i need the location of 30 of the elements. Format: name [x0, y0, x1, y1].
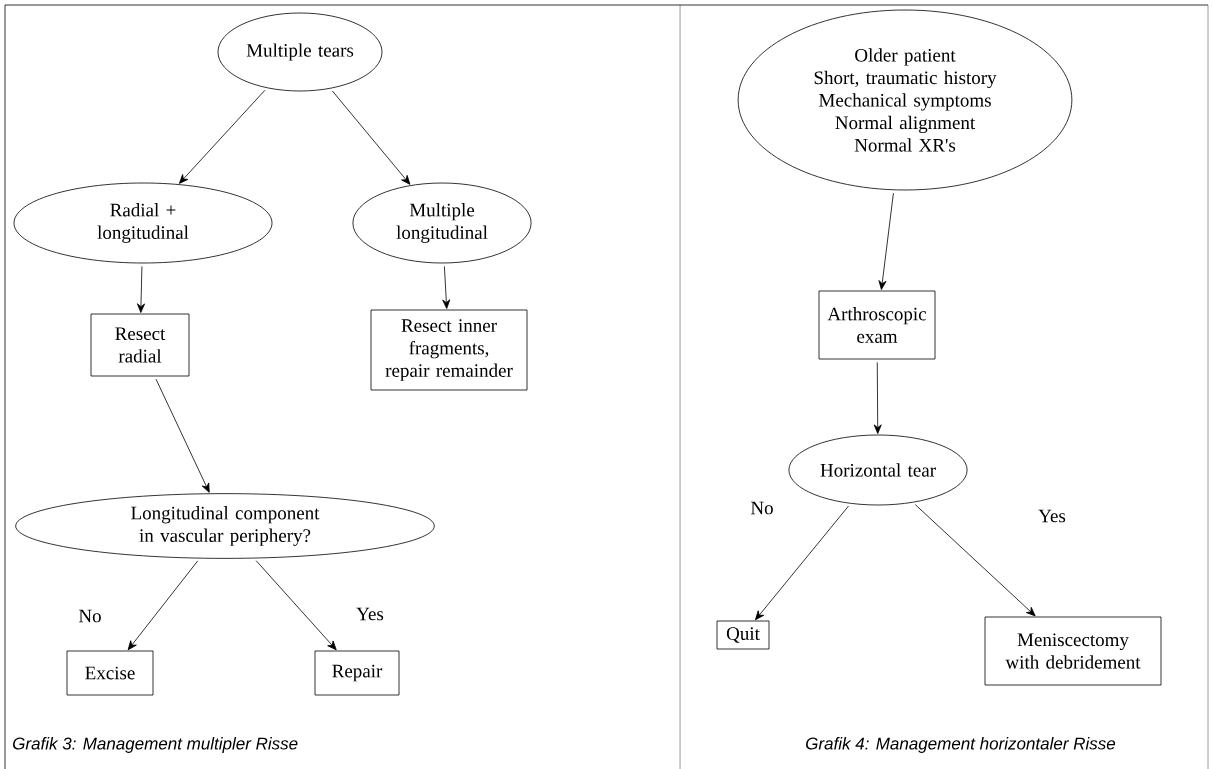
- ellipse-node: Older patient Short, traumatic history Mechanical symptoms Normal alignment Normal XR's: [737, 9, 1073, 191]
- arrow: [914, 504, 1036, 617]
- arrow: [755, 505, 849, 621]
- process-box: Resect inner fragments, repair remainder: [370, 309, 528, 391]
- arrow: [331, 90, 411, 185]
- process-box: Excise: [66, 650, 154, 696]
- edge-label: No: [77, 608, 103, 624]
- process-box: Resect radial: [90, 313, 190, 377]
- arrow: [137, 266, 145, 313]
- ellipse-node: Horizontal tear: [788, 434, 968, 506]
- arrow: [127, 560, 199, 651]
- caption: Grafik 3: Management multipler Risse: [13, 737, 298, 753]
- arrow: [442, 266, 451, 309]
- ellipse-node: Longitudinal component in vascular periphery?: [15, 493, 435, 559]
- process-box: Repair: [314, 650, 400, 696]
- ellipse-node: Multiple tears: [217, 12, 383, 92]
- arrow: [155, 378, 210, 493]
- arrow: [178, 89, 266, 184]
- process-box: Meniscectomy with debridement: [984, 616, 1162, 686]
- process-box: Arthroscopic exam: [818, 290, 936, 360]
- caption: Grafik 4: Management horizontaler Risse: [806, 737, 1116, 753]
- arrow: [878, 192, 894, 290]
- arrow: [255, 560, 337, 651]
- ellipse-node: Multiple longitudinal: [352, 182, 532, 264]
- edge-label: Yes: [1037, 508, 1067, 524]
- arrow: [873, 362, 882, 434]
- edge-label: No: [749, 500, 775, 516]
- edge-label: Yes: [355, 606, 385, 622]
- process-box: Quit: [716, 620, 770, 650]
- ellipse-node: Radial + longitudinal: [13, 182, 273, 264]
